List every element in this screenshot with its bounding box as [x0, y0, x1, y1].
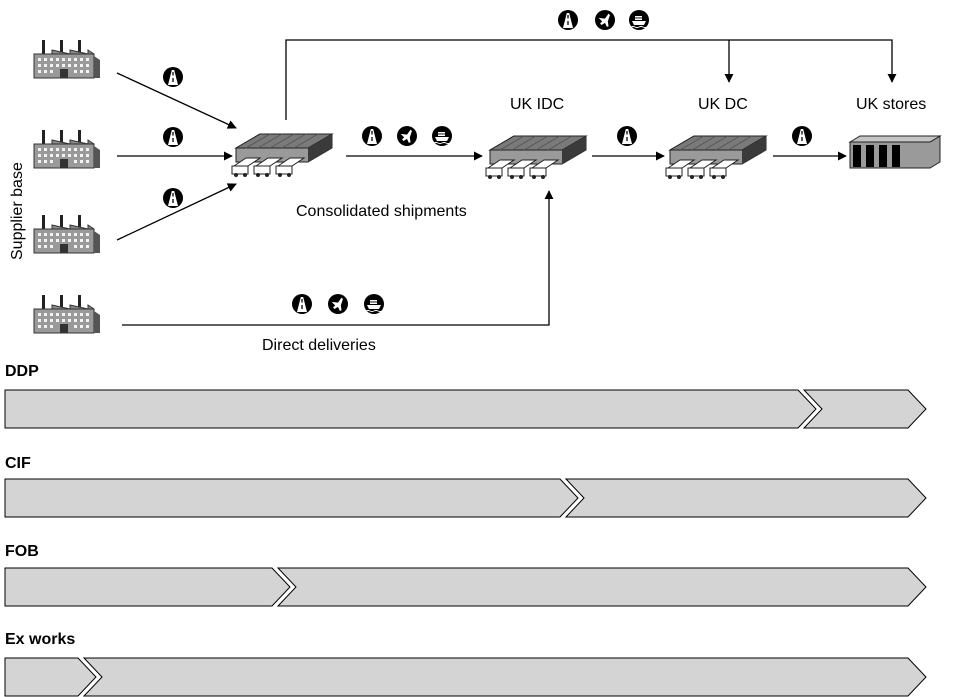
factory-icon: [33, 214, 101, 254]
road-icon: [162, 187, 184, 209]
uk-stores-label: UK stores: [856, 96, 926, 113]
factory-icon: [33, 129, 101, 169]
uk-stores-icon: [848, 135, 942, 169]
air-icon: [328, 294, 348, 314]
road-icon: [162, 126, 184, 148]
incoterm-label-ddp: DDP: [5, 363, 39, 380]
consolidated-shipments-label: Consolidated shipments: [296, 203, 467, 220]
sea-icon: [628, 9, 650, 31]
uk-dc-warehouse-icon: [665, 135, 767, 180]
incoterm-bar-ddp: [4, 389, 927, 429]
incoterm-bar-cif: [4, 478, 927, 518]
road-icon: [361, 125, 383, 147]
air-icon: [397, 126, 417, 146]
bypass-arrow: [285, 39, 897, 120]
flow-arrow: [116, 183, 237, 241]
factory-icon: [33, 294, 101, 334]
incoterm-label-fob: FOB: [5, 543, 39, 560]
road-icon: [291, 293, 313, 315]
uk-dc-label: UK DC: [698, 96, 748, 113]
uk-idc-warehouse-icon: [485, 135, 587, 180]
sea-icon: [431, 125, 453, 147]
direct-delivery-arrow: [122, 190, 554, 326]
air-icon: [595, 10, 615, 30]
incoterm-bar-fob: [4, 567, 927, 607]
flow-arrow: [116, 72, 237, 129]
road-icon: [162, 66, 184, 88]
consolidation-centre-icon: [231, 133, 333, 178]
uk-idc-label: UK IDC: [510, 96, 564, 113]
road-icon: [791, 125, 813, 147]
supplier-base-label: Supplier base: [9, 162, 26, 260]
incoterm-label-cif: CIF: [5, 455, 31, 472]
incoterm-bar-ex-works: [4, 657, 927, 697]
incoterm-label-ex-works: Ex works: [5, 631, 75, 648]
sea-icon: [363, 293, 385, 315]
road-icon: [616, 125, 638, 147]
road-icon: [557, 9, 579, 31]
direct-deliveries-label: Direct deliveries: [262, 337, 376, 354]
factory-icon: [33, 39, 101, 79]
